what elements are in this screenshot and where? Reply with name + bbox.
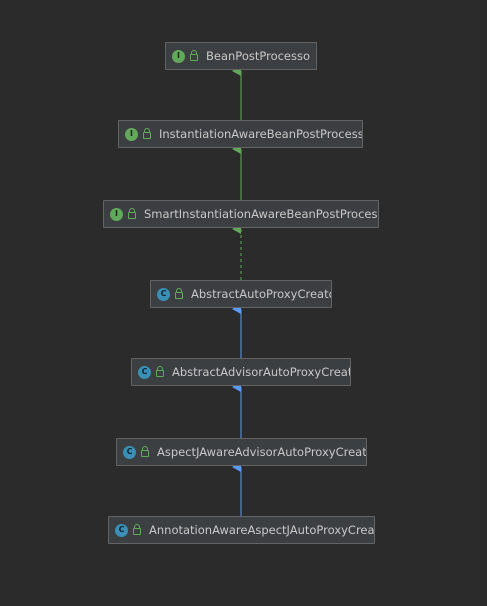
class-node-2[interactable]: I InstantiationAwareBeanPostProcesso bbox=[118, 120, 363, 148]
class-node-7[interactable]: C AnnotationAwareAspectJAutoProxyCreato bbox=[108, 516, 375, 544]
interface-icon: I bbox=[125, 127, 138, 141]
class-node-label: BeanPostProcesso bbox=[206, 49, 311, 63]
class-node-label: InstantiationAwareBeanPostProcesso bbox=[159, 127, 363, 141]
class-node-label: AspectJAwareAdvisorAutoProxyCreator bbox=[157, 445, 367, 459]
class-icon: C bbox=[123, 445, 136, 459]
public-access-icon bbox=[141, 446, 149, 457]
class-node-label: AbstractAdvisorAutoProxyCreator bbox=[172, 365, 351, 379]
public-access-icon bbox=[143, 128, 151, 139]
interface-icon: I bbox=[172, 49, 185, 63]
abstract-class-icon: C bbox=[138, 365, 151, 379]
interface-icon: I bbox=[110, 207, 123, 221]
class-node-5[interactable]: C AbstractAdvisorAutoProxyCreator bbox=[131, 358, 351, 386]
class-node-label: AnnotationAwareAspectJAutoProxyCreato bbox=[149, 523, 375, 537]
class-node-3[interactable]: I SmartInstantiationAwareBeanPostProcesso bbox=[103, 200, 379, 228]
class-node-6[interactable]: C AspectJAwareAdvisorAutoProxyCreator bbox=[116, 438, 367, 466]
class-node-4[interactable]: C AbstractAutoProxyCreator bbox=[150, 280, 332, 308]
public-access-icon bbox=[175, 288, 183, 299]
public-access-icon bbox=[133, 524, 141, 535]
abstract-class-icon: C bbox=[157, 287, 170, 301]
public-access-icon bbox=[190, 50, 198, 61]
class-node-label: AbstractAutoProxyCreator bbox=[191, 287, 332, 301]
class-icon: C bbox=[115, 523, 128, 537]
class-node-label: SmartInstantiationAwareBeanPostProcesso bbox=[144, 207, 379, 221]
public-access-icon bbox=[156, 366, 164, 377]
public-access-icon bbox=[128, 208, 136, 219]
class-node-1[interactable]: I BeanPostProcesso bbox=[165, 42, 317, 70]
